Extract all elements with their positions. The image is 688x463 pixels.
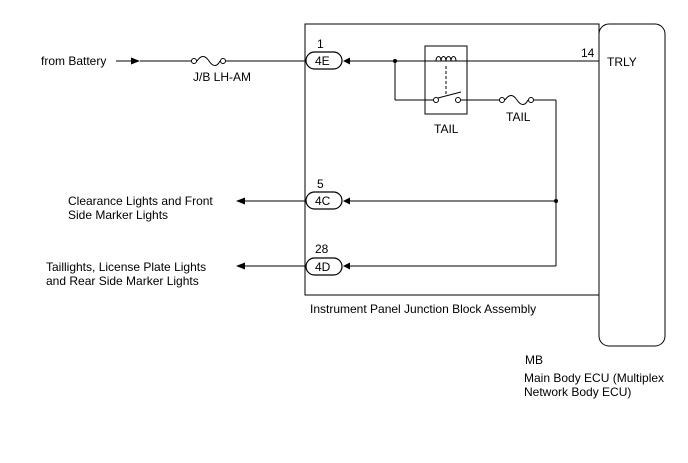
ecu-name-line2: Network Body ECU) (524, 385, 631, 399)
connector-4d-pin: 28 (315, 242, 329, 256)
from-battery-label: from Battery (41, 54, 106, 68)
junction-block-label: Instrument Panel Junction Block Assembly (310, 302, 536, 316)
ecu-name-line1: Main Body ECU (Multiplex (524, 371, 664, 385)
connector-4e-pin: 1 (317, 37, 324, 51)
connector-4e-label: 4E (315, 54, 330, 68)
ecu-terminal-name: TRLY (607, 55, 637, 69)
ecu-pin-number: 14 (581, 46, 595, 60)
taillights-label-line1: Taillights, License Plate Lights (46, 260, 206, 274)
connector-4e (305, 51, 343, 70)
connector-4c-pin: 5 (317, 177, 324, 191)
tail-fuse (499, 95, 534, 105)
tail-relay-box (424, 45, 468, 115)
taillights-label-line2: and Rear Side Marker Lights (46, 274, 199, 288)
jb-fuse-label: J/B LH-AM (193, 70, 251, 84)
connector-4d-arrow (343, 262, 350, 270)
tail-relay-label: TAIL (434, 122, 459, 136)
clearance-label-line1: Clearance Lights and Front (68, 194, 213, 208)
junction-block-box (304, 23, 600, 296)
taillights-output-arrow (236, 262, 245, 270)
connector-4c-label: 4C (315, 194, 331, 208)
jb-lh-am-fuse (191, 56, 226, 66)
connector-4d-label: 4D (315, 260, 331, 274)
ecu-code: MB (525, 353, 543, 367)
connector-4c-arrow (343, 197, 350, 205)
tail-fuse-label: TAIL (506, 110, 531, 124)
clearance-label-line2: Side Marker Lights (68, 208, 168, 222)
relay-coil-icon (435, 56, 457, 62)
ecu-box (598, 23, 666, 347)
battery-arrow-head (131, 57, 140, 65)
relay-contact-left (433, 97, 439, 103)
clearance-output-arrow (236, 197, 245, 205)
relay-switch-blade (437, 91, 462, 99)
connector-4e-arrow (343, 57, 350, 65)
relay-contact-right (455, 97, 461, 103)
